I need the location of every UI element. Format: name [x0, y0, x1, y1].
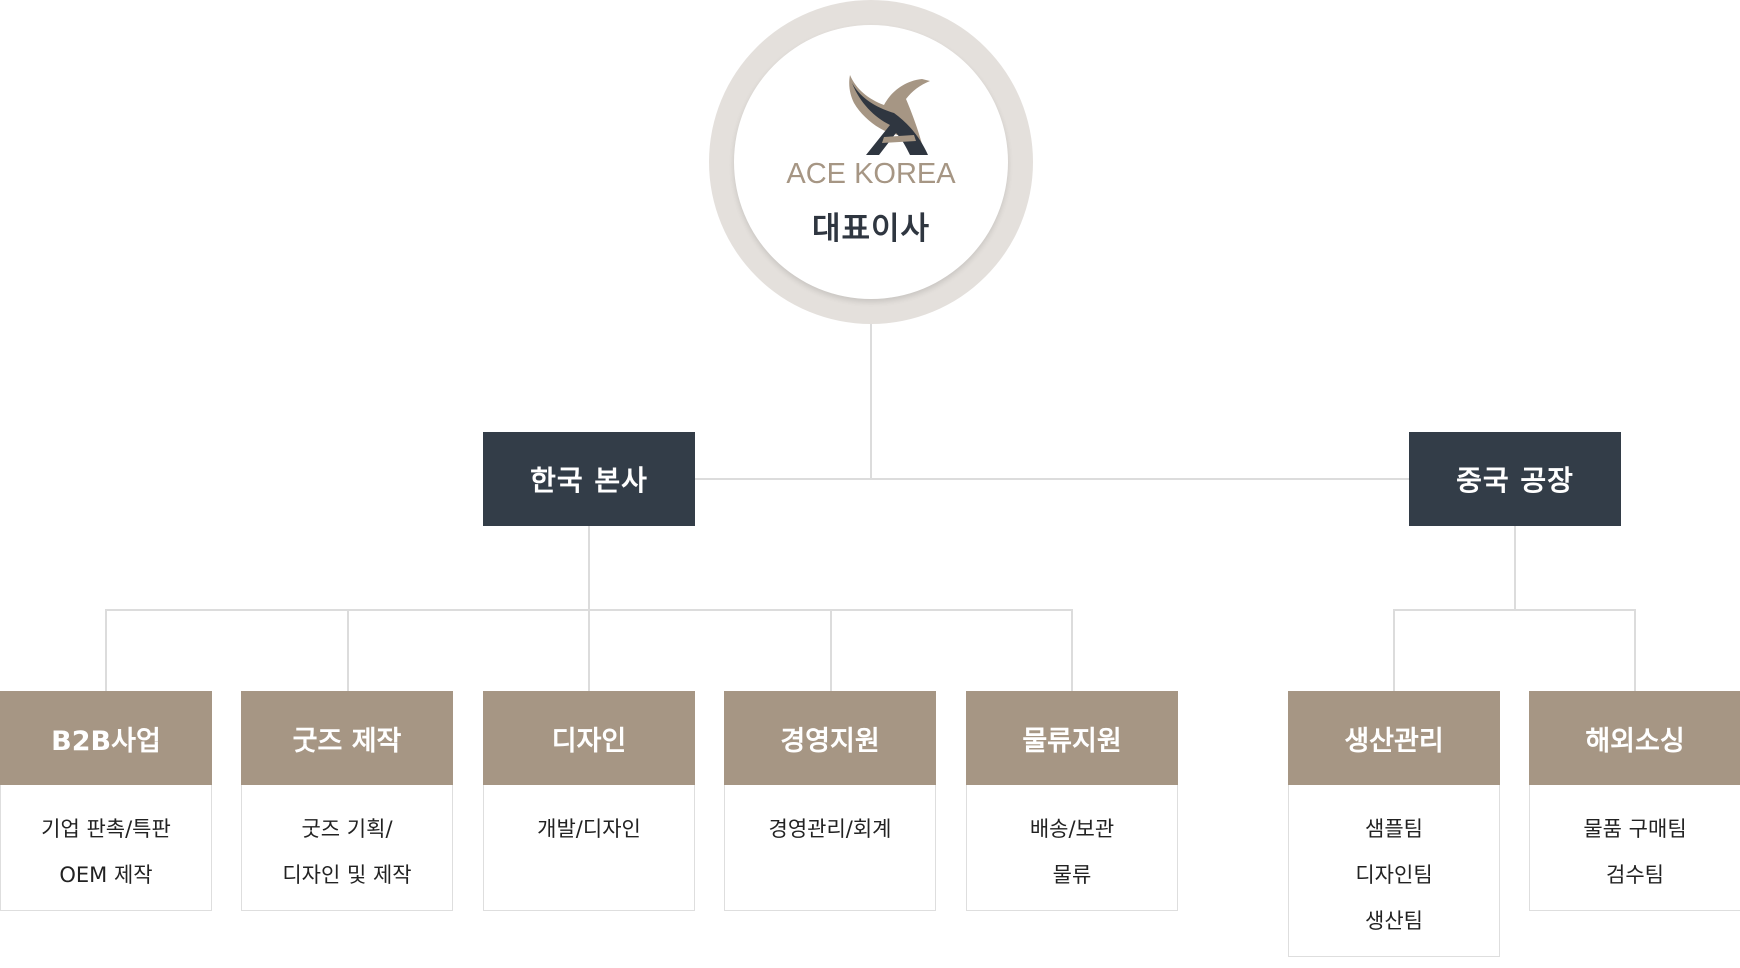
dept-design: 디자인 개발/디자인 — [483, 691, 695, 911]
dept-goods-item: 디자인 및 제작 — [282, 863, 412, 887]
dept-management: 경영지원 경영관리/회계 — [724, 691, 936, 911]
dept-management-item: 경영관리/회계 — [768, 817, 892, 841]
dept-logistics: 물류지원 배송/보관 물류 — [966, 691, 1178, 911]
connector-china-down — [1514, 526, 1516, 610]
ace-korea-logo — [849, 75, 930, 155]
connector-korea-down — [588, 526, 590, 610]
branch-china-factory: 중국 공장 — [1409, 432, 1621, 526]
dept-sourcing-title: 해외소싱 — [1529, 691, 1740, 785]
dept-design-item: 개발/디자인 — [537, 817, 641, 841]
logo-wordmark: ACE KOREA — [786, 158, 956, 190]
connector-dept-b2b — [105, 609, 107, 691]
dept-production-item: 디자인팀 — [1355, 863, 1433, 887]
dept-design-title: 디자인 — [483, 691, 695, 785]
connector-dept-logistics — [1071, 609, 1073, 691]
ceo-circle: ACE KOREA 대표이사 — [734, 25, 1008, 299]
connector-china-horizontal — [1393, 609, 1636, 611]
dept-b2b-title: B2B사업 — [0, 691, 212, 785]
dept-b2b-item: OEM 제작 — [59, 863, 153, 887]
dept-production-item: 샘플팀 — [1365, 817, 1423, 841]
dept-b2b: B2B사업 기업 판촉/특판 OEM 제작 — [0, 691, 212, 911]
dept-sourcing: 해외소싱 물품 구매팀 검수팀 — [1529, 691, 1740, 911]
dept-sourcing-item: 검수팀 — [1606, 863, 1664, 887]
dept-logistics-item: 배송/보관 — [1029, 817, 1115, 841]
dept-production-title: 생산관리 — [1288, 691, 1500, 785]
dept-goods: 굿즈 제작 굿즈 기획/ 디자인 및 제작 — [241, 691, 453, 911]
dept-management-title: 경영지원 — [724, 691, 936, 785]
dept-goods-item: 굿즈 기획/ — [301, 817, 393, 841]
dept-management-spacer — [725, 852, 935, 898]
connector-dept-design — [588, 609, 590, 691]
dept-goods-title: 굿즈 제작 — [241, 691, 453, 785]
connector-dept-sourcing — [1634, 609, 1636, 691]
dept-production: 생산관리 샘플팀 디자인팀 생산팀 — [1288, 691, 1500, 957]
dept-b2b-item: 기업 판촉/특판 — [41, 817, 171, 841]
dept-production-item: 생산팀 — [1365, 909, 1423, 933]
dept-sourcing-item: 물품 구매팀 — [1583, 817, 1687, 841]
connector-branches — [693, 478, 1409, 480]
ceo-title: 대표이사 — [811, 211, 931, 247]
connector-dept-management — [830, 609, 832, 691]
connector-dept-production — [1393, 609, 1395, 691]
dept-design-spacer — [484, 852, 694, 898]
ceo-node: ACE KOREA 대표이사 — [709, 0, 1033, 324]
branch-korea-hq: 한국 본사 — [483, 432, 695, 526]
dept-logistics-item: 물류 — [1052, 863, 1092, 887]
connector-ceo-down — [870, 324, 872, 479]
dept-logistics-title: 물류지원 — [966, 691, 1178, 785]
connector-dept-goods — [347, 609, 349, 691]
